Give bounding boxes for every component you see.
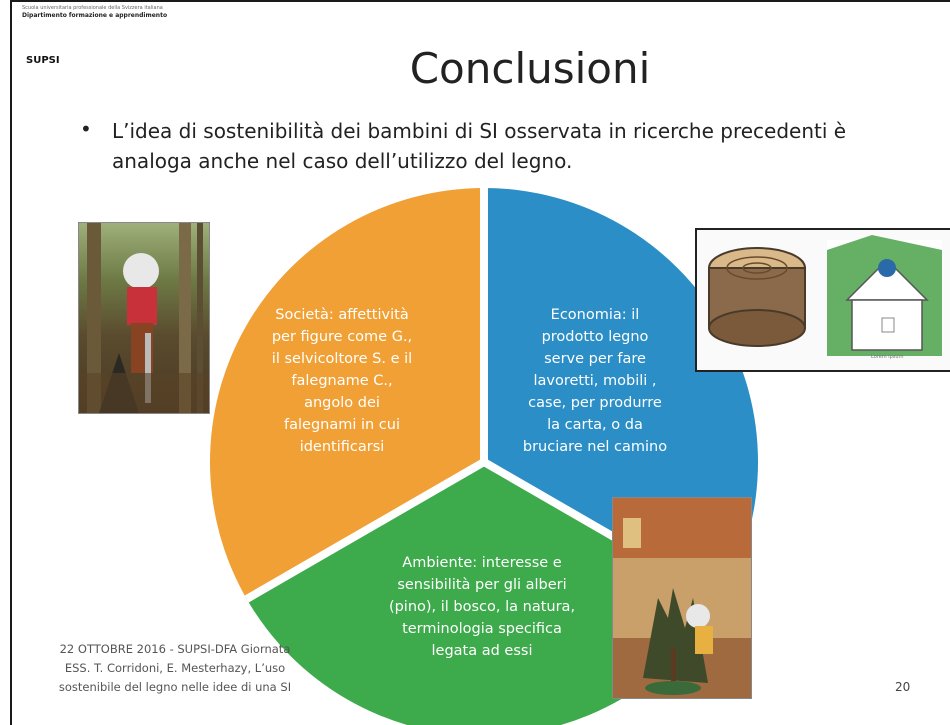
society-line: falegname C.,	[291, 373, 393, 389]
environment-text: Ambiente: interesse e sensibilità per gl…	[362, 552, 602, 662]
economy-line: serve per fare	[544, 351, 646, 367]
environment-line: Ambiente: interesse e	[402, 555, 562, 571]
economy-line: case, per produrre	[528, 395, 662, 411]
footer-citation: 22 OTTOBRE 2016 - SUPSI-DFA Giornata ESS…	[30, 640, 320, 697]
woodcutter-photo	[78, 222, 210, 414]
department-line: Dipartimento formazione e apprendimento	[22, 12, 168, 19]
page-number: 20	[895, 680, 911, 694]
slide-title: Conclusioni	[409, 44, 651, 93]
bullet-marker: •	[80, 117, 92, 141]
pie-sector-environment	[246, 462, 722, 725]
economy-line: lavoretti, mobili ,	[533, 373, 657, 389]
environment-line: (pino), il bosco, la natura,	[388, 599, 576, 615]
footer-line: ESS. T. Corridoni, E. Mesterhazy, L’uso	[64, 661, 286, 675]
society-line: il selvicoltore S. e il	[271, 351, 413, 367]
economy-line: Economia: il	[550, 307, 640, 323]
environment-line: sensibilità per gli alberi	[397, 577, 567, 593]
woodcutter-photo-art	[79, 223, 209, 413]
society-line: falegnami in cui	[284, 417, 400, 433]
children-drawings-art: Lorem ipsum	[708, 235, 942, 360]
slide-border-left	[10, 0, 12, 725]
society-line: angolo dei	[304, 395, 380, 411]
environment-line: terminologia specifica	[402, 621, 562, 637]
society-text: Società: affettività per figure come G.,…	[262, 304, 422, 458]
footer-line: 22 OTTOBRE 2016 - SUPSI-DFA Giornata	[59, 642, 291, 656]
bullet-text: L’idea di sostenibilità dei bambini di S…	[112, 119, 847, 173]
society-line: identificarsi	[299, 439, 385, 455]
pie-sector-economy	[484, 188, 759, 599]
supsi-logo: SUPSI	[26, 55, 60, 66]
society-line: per figure come G.,	[271, 329, 413, 345]
drawing-caption: Lorem ipsum	[871, 354, 904, 360]
society-line: Società: affettività	[275, 307, 409, 323]
pie-divider-left	[244, 458, 486, 603]
economy-line: prodotto legno	[541, 329, 649, 345]
pie-sector-society	[209, 188, 484, 599]
economy-text: Economia: il prodotto legno serve per fa…	[510, 304, 680, 458]
footer-line: sostenibile del legno nelle idee di una …	[58, 680, 292, 694]
environment-line: legata ad essi	[431, 643, 533, 659]
economy-line: bruciare nel camino	[522, 439, 668, 455]
children-drawings: Lorem ipsum	[695, 228, 950, 372]
classroom-tree-photo	[612, 497, 752, 699]
classroom-tree-photo-art	[613, 498, 751, 698]
slide-border-top	[10, 0, 950, 2]
economy-line: la carta, o da	[547, 417, 643, 433]
institute-line: Scuola universitaria professionale della…	[22, 5, 163, 11]
